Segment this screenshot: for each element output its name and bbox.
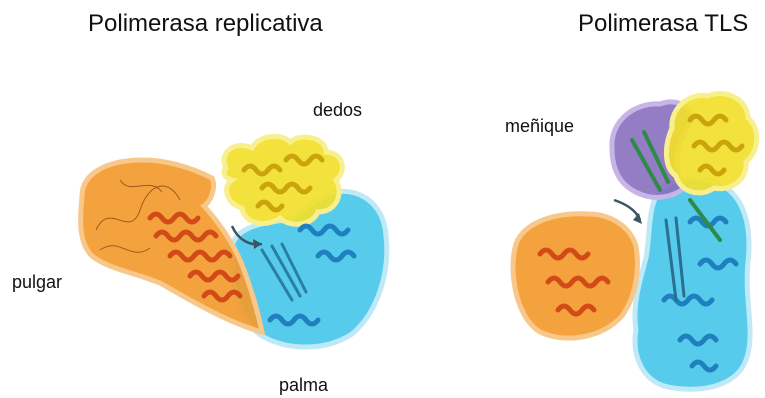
replicative-polymerase-structure	[81, 136, 387, 347]
palm-domain-right	[635, 178, 750, 389]
label-fingers: dedos	[313, 100, 362, 121]
fingers-domain-left	[224, 136, 342, 224]
label-palm: palma	[279, 375, 328, 396]
tls-polymerase-structure	[513, 93, 757, 389]
label-thumb: pulgar	[12, 272, 62, 293]
fingers-domain-right	[666, 93, 756, 192]
label-little-finger: meñique	[505, 116, 574, 137]
thumb-domain-right	[513, 214, 637, 338]
